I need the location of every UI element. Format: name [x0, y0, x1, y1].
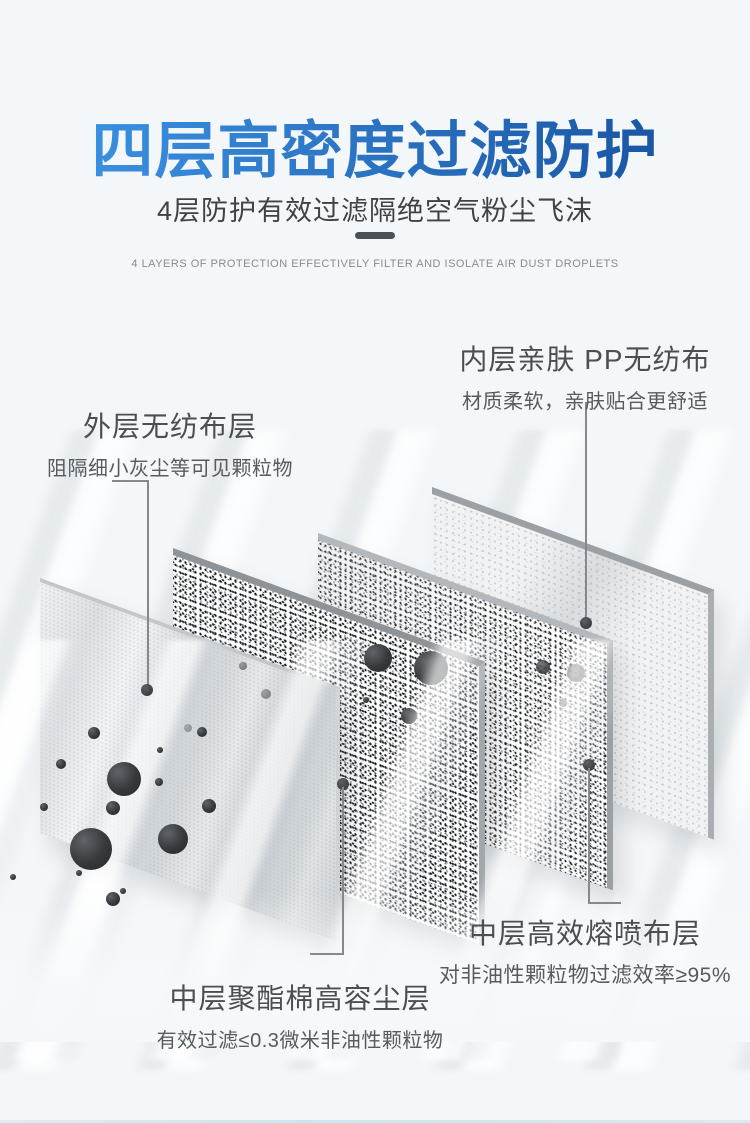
- dust-particle: [261, 689, 271, 699]
- callout-meltblown-title: 中层高效熔喷布层: [468, 918, 701, 949]
- dust-particle: [401, 708, 417, 724]
- callout-outer-title: 外层无纺布层: [82, 411, 257, 442]
- callout-polyester-desc: 有效过滤≤0.3微米非油性颗粒物: [156, 1030, 444, 1052]
- dust-particle: [40, 803, 48, 811]
- leader-inner-v: [585, 402, 587, 623]
- dust-particle: [106, 892, 120, 906]
- callout-inner-desc: 材质柔软，亲肤贴合更舒适: [462, 391, 708, 413]
- divider-bar: [355, 232, 395, 239]
- dust-particle: [88, 727, 100, 739]
- dust-particle: [76, 870, 82, 876]
- dust-particle: [363, 697, 369, 703]
- dust-particle: [120, 888, 126, 894]
- dust-particle: [239, 662, 247, 670]
- dust-particle: [364, 644, 392, 672]
- callout-inner-layer: 内层亲肤 PP无纺布 材质柔软，亲肤贴合更舒适: [415, 338, 750, 414]
- leader-meltblown-h: [588, 902, 621, 904]
- leader-outer-h: [112, 480, 148, 482]
- dust-particle: [536, 660, 550, 674]
- page-subtitle: 4层防护有效过滤隔绝空气粉尘飞沫: [156, 196, 593, 226]
- dust-particle: [157, 747, 163, 753]
- leader-polyester-v: [342, 787, 344, 955]
- dust-particle: [559, 699, 567, 707]
- dust-particle: [10, 874, 16, 880]
- dust-particle: [70, 828, 112, 870]
- callout-dot-inner: [580, 617, 592, 629]
- dust-particle: [56, 759, 66, 769]
- callout-outer-layer: 外层无纺布层 阻隔细小灰尘等可见颗粒物: [10, 405, 330, 481]
- callout-polyester-layer: 中层聚酯棉高容尘层 有效过滤≤0.3微米非油性颗粒物: [125, 977, 475, 1053]
- callout-outer-desc: 阻隔细小灰尘等可见颗粒物: [47, 458, 293, 480]
- callout-inner-title: 内层亲肤 PP无纺布: [459, 344, 711, 375]
- dust-particle: [184, 724, 192, 732]
- leader-meltblown-v: [588, 768, 590, 904]
- dust-particle: [414, 651, 448, 685]
- dust-particle: [155, 778, 163, 786]
- leader-outer-v: [146, 480, 149, 691]
- bottom-accent-line: [0, 1120, 750, 1123]
- page-tagline-en: 4 LAYERS OF PROTECTION EFFECTIVELY FILTE…: [131, 258, 619, 270]
- dust-particle: [158, 824, 188, 854]
- dust-particle: [107, 762, 141, 796]
- dust-particle: [106, 801, 120, 815]
- callout-dot-outer: [141, 684, 153, 696]
- dust-particle: [202, 799, 216, 813]
- callout-polyester-title: 中层聚酯棉高容尘层: [169, 983, 431, 1014]
- dust-particle: [197, 727, 207, 737]
- page-title: 四层高密度过滤防护: [0, 100, 750, 190]
- leader-polyester-h: [310, 953, 344, 955]
- dust-particle: [567, 664, 585, 682]
